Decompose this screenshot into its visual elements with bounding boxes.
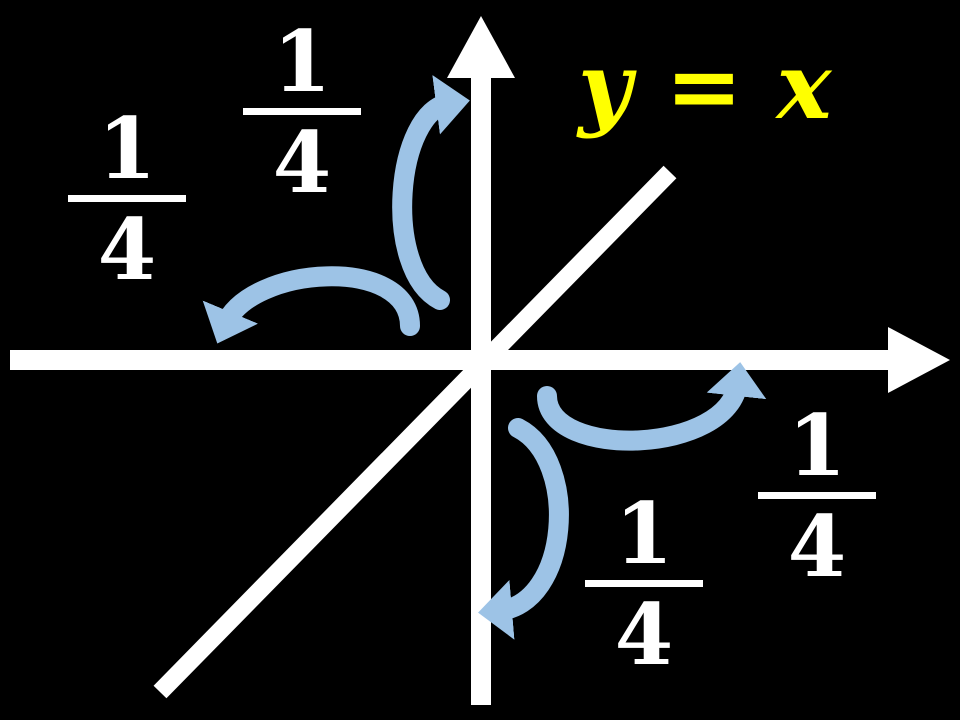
fraction-bar — [243, 108, 361, 115]
x-axis-arrowhead — [888, 327, 950, 393]
fraction-numerator: 1 — [614, 484, 674, 583]
y-axis-arrowhead — [447, 16, 515, 78]
fraction-numerator: 1 — [272, 12, 332, 111]
fraction-denominator: 4 — [272, 113, 332, 212]
curved-arrow-lower-right-to-positive-x — [537, 362, 767, 451]
fraction-upper-left: 1 4 — [68, 107, 186, 298]
fraction-bar — [68, 195, 186, 202]
equation-rhs: x — [776, 32, 832, 140]
fraction-right: 1 4 — [758, 404, 876, 595]
fraction-denominator: 4 — [787, 497, 847, 596]
equation-lhs: y — [578, 32, 632, 140]
fraction-denominator: 4 — [97, 200, 157, 299]
equation-sign: = — [665, 32, 743, 140]
fraction-numerator: 1 — [97, 99, 157, 198]
fraction-numerator: 1 — [787, 396, 847, 495]
fraction-denominator: 4 — [614, 585, 674, 684]
fraction-bar — [585, 580, 703, 587]
curved-arrow-upper-left-to-positive-y — [392, 75, 470, 310]
fraction-lower-center: 1 4 — [585, 492, 703, 683]
equation-label: y=x — [578, 40, 831, 132]
fraction-upper-center: 1 4 — [243, 20, 361, 211]
line-y-equals-x — [153, 165, 677, 699]
curved-arrow-to-negative-y — [478, 418, 569, 640]
curved-arrow-to-negative-x — [202, 266, 420, 344]
fraction-bar — [758, 492, 876, 499]
